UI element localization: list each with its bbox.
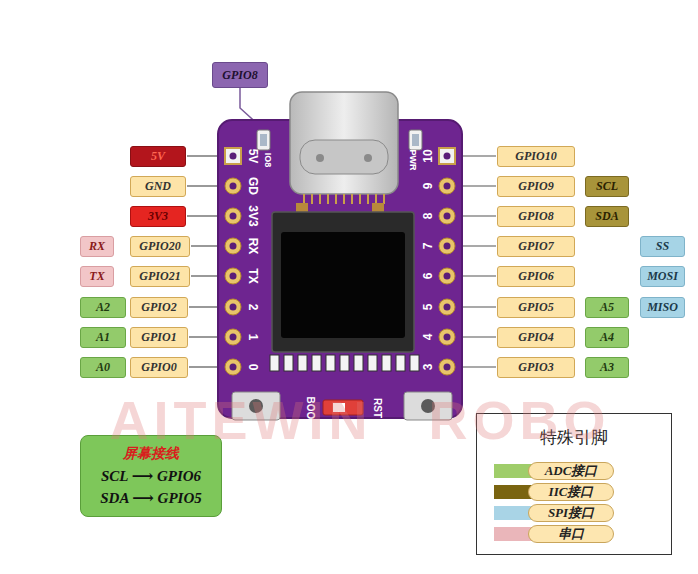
spi-label: SS (640, 236, 685, 257)
legend-heading: 特殊引脚 (540, 426, 608, 449)
note-line: SDA ⟶ GPIO5 (100, 489, 202, 507)
adc-label: A1 (80, 327, 126, 348)
gpio-label: GPIO20 (130, 236, 190, 257)
spi-label: MOSI (640, 266, 685, 287)
usb-c-connector (290, 92, 398, 194)
pin-hole (230, 153, 451, 371)
gpio-label: GPIO7 (497, 236, 575, 257)
note-line: SCL ⟶ GPIO6 (101, 467, 201, 485)
slide-switch (333, 403, 345, 412)
push-button (421, 399, 435, 413)
pin-name: GPIO1 (141, 330, 176, 345)
pin-name: GPIO3 (518, 360, 553, 375)
gpio-label: GPIO1 (130, 327, 188, 348)
pin-name: SDA (595, 209, 618, 224)
gpio-label: GPIO5 (497, 297, 575, 318)
gpio-label: GPIO8 (497, 206, 575, 227)
pin-name: GPIO9 (518, 179, 553, 194)
adc-label: A2 (80, 297, 126, 318)
smd-components (270, 355, 419, 371)
oled-display (272, 212, 414, 352)
oled-screen (281, 232, 405, 338)
uart-label: TX (80, 266, 114, 287)
spi-label: MISO (640, 297, 685, 318)
pin-name: A3 (600, 360, 614, 375)
push-button (232, 392, 280, 420)
pin-name: GPIO6 (518, 269, 553, 284)
pin-name: GPIO20 (139, 239, 180, 254)
gpio-label: GPIO21 (130, 266, 190, 287)
usb-c-connector (300, 140, 388, 174)
pin-name: GPIO2 (141, 300, 176, 315)
power-pin-label: 5V (130, 146, 186, 167)
usb-c-connector (364, 154, 372, 162)
usb-c-connector (316, 154, 324, 162)
gpio-label: GPIO6 (497, 266, 575, 287)
gpio-label: GPIO4 (497, 327, 575, 348)
pin-name: SCL (596, 179, 618, 194)
power-pin-label: 3V3 (130, 206, 186, 227)
pin-name: GPIO8 (222, 68, 257, 83)
leader-line (187, 156, 496, 367)
led (260, 134, 267, 146)
gpio-label: GPIO3 (497, 357, 575, 378)
push-button (404, 392, 452, 420)
pin-name: A5 (600, 300, 614, 315)
pin-name: 5V (151, 149, 165, 164)
i2c-label: SDA (585, 206, 629, 227)
pin-name: RX (89, 239, 105, 254)
pin-name: GPIO5 (518, 300, 553, 315)
led (412, 134, 419, 146)
gpio-label: GPIO2 (130, 297, 188, 318)
usb-c-pins (304, 194, 384, 204)
uart-label: RX (80, 236, 114, 257)
led (409, 130, 422, 150)
pcb-board (218, 120, 462, 418)
pin-name: A0 (96, 360, 110, 375)
led-pin-label: GPIO8 (212, 62, 268, 88)
legend-text: ADC接口 (528, 462, 614, 480)
pin-name: A1 (96, 330, 110, 345)
pin-name: MOSI (647, 269, 678, 284)
pin-name: GPIO4 (518, 330, 553, 345)
ground-pin-label: GND (130, 176, 186, 197)
pin-name: GPIO0 (141, 360, 176, 375)
pin-name: GPIO8 (518, 209, 553, 224)
legend-text: IIC接口 (528, 483, 614, 501)
adc-label: A4 (585, 327, 629, 348)
gpio-label: GPIO9 (497, 176, 575, 197)
pin-name: GND (145, 179, 171, 194)
slide-switch (323, 400, 363, 415)
i2c-label: SCL (585, 176, 629, 197)
led (257, 130, 270, 150)
gpio-label: GPIO10 (497, 146, 575, 167)
pin-name: GPIO7 (518, 239, 553, 254)
pin-name: A2 (96, 300, 110, 315)
pin-name: A4 (600, 330, 614, 345)
gpio-label: GPIO0 (130, 357, 188, 378)
pin-pad (225, 148, 455, 375)
screen-wiring-note: 屏幕接线 SCL ⟶ GPIO6SDA ⟶ GPIO5 (80, 435, 222, 517)
pin-name: GPIO21 (139, 269, 180, 284)
legend-text: SPI接口 (528, 504, 614, 522)
adc-label: A3 (585, 357, 629, 378)
pin-name: SS (656, 239, 669, 254)
push-button (249, 399, 263, 413)
pin-name: GPIO10 (515, 149, 556, 164)
adc-label: A5 (585, 297, 629, 318)
pin-name: TX (89, 269, 104, 284)
legend-text: 串口 (528, 525, 614, 543)
adc-label: A0 (80, 357, 126, 378)
pin-name: 3V3 (148, 209, 168, 224)
note-heading: 屏幕接线 (123, 445, 179, 463)
pin-name: MISO (647, 300, 678, 315)
